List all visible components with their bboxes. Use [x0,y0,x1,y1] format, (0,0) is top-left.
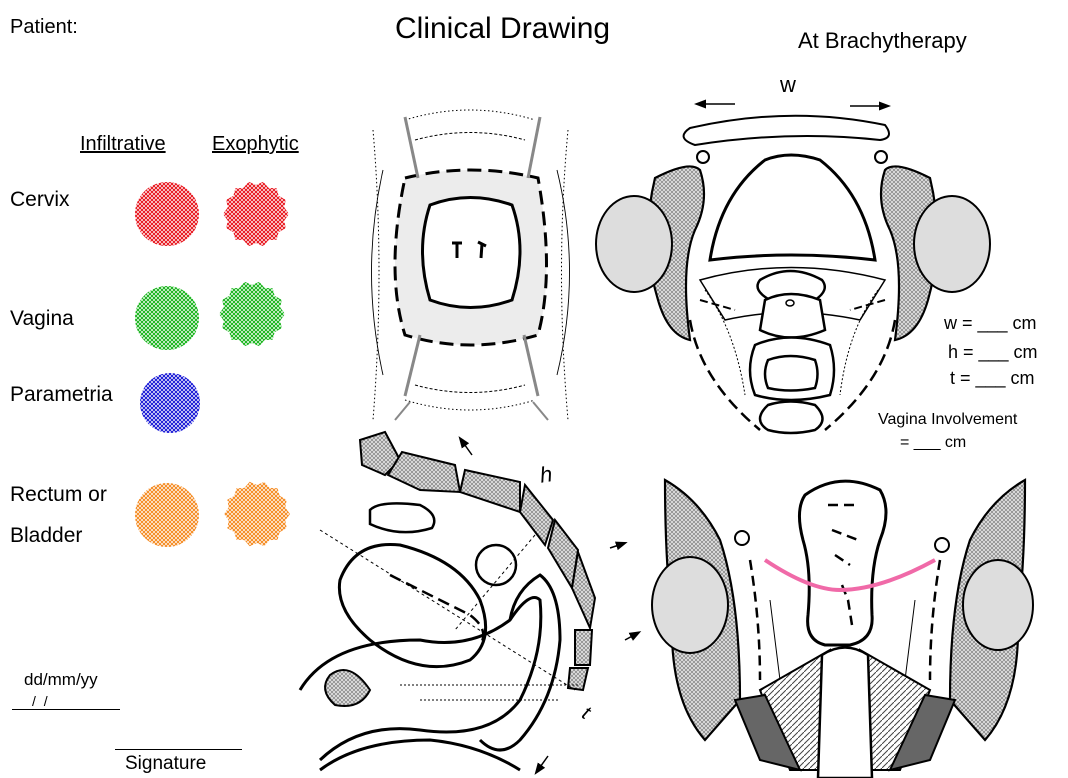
patient-label: Patient: [10,16,78,39]
vagina-label: Vagina [10,307,74,331]
infiltrative-header: Infiltrative [80,133,166,156]
cervix-view-diagram [372,110,570,420]
coronal-diagram [652,480,1033,778]
width-marker-label: w [780,72,796,98]
vagina-infiltrative-swatch [135,286,199,350]
parametria-infiltrative-swatch [140,373,200,433]
vagina-involvement-label: Vagina Involvement [878,411,1017,429]
cervix-exophytic-swatch [223,182,289,246]
signature-line[interactable] [115,749,242,750]
thickness-measurement: t = ___ cm [950,368,1035,389]
transverse-pelvis-diagram [596,104,990,433]
width-measurement: w = ___ cm [944,313,1037,334]
height-measurement: h = ___ cm [948,342,1038,363]
date-field[interactable]: / / [12,693,120,710]
subtitle: At Brachytherapy [798,28,967,54]
exophytic-header: Exophytic [212,133,299,156]
signature-label: Signature [125,753,206,775]
rectum-label: Rectum or [10,483,107,507]
rectum-exophytic-swatch [224,482,290,546]
cervix-label: Cervix [10,188,70,212]
page-title: Clinical Drawing [395,12,610,46]
date-format-label: dd/mm/yy [24,670,98,690]
cervix-infiltrative-swatch [135,182,199,246]
rectum-infiltrative-swatch [135,483,199,547]
vagina-exophytic-swatch [219,282,285,346]
legend-swatches [135,182,290,547]
vagina-involvement-value: = ___ cm [900,434,966,452]
parametria-label: Parametria [10,383,113,407]
bladder-label: Bladder [10,524,82,548]
